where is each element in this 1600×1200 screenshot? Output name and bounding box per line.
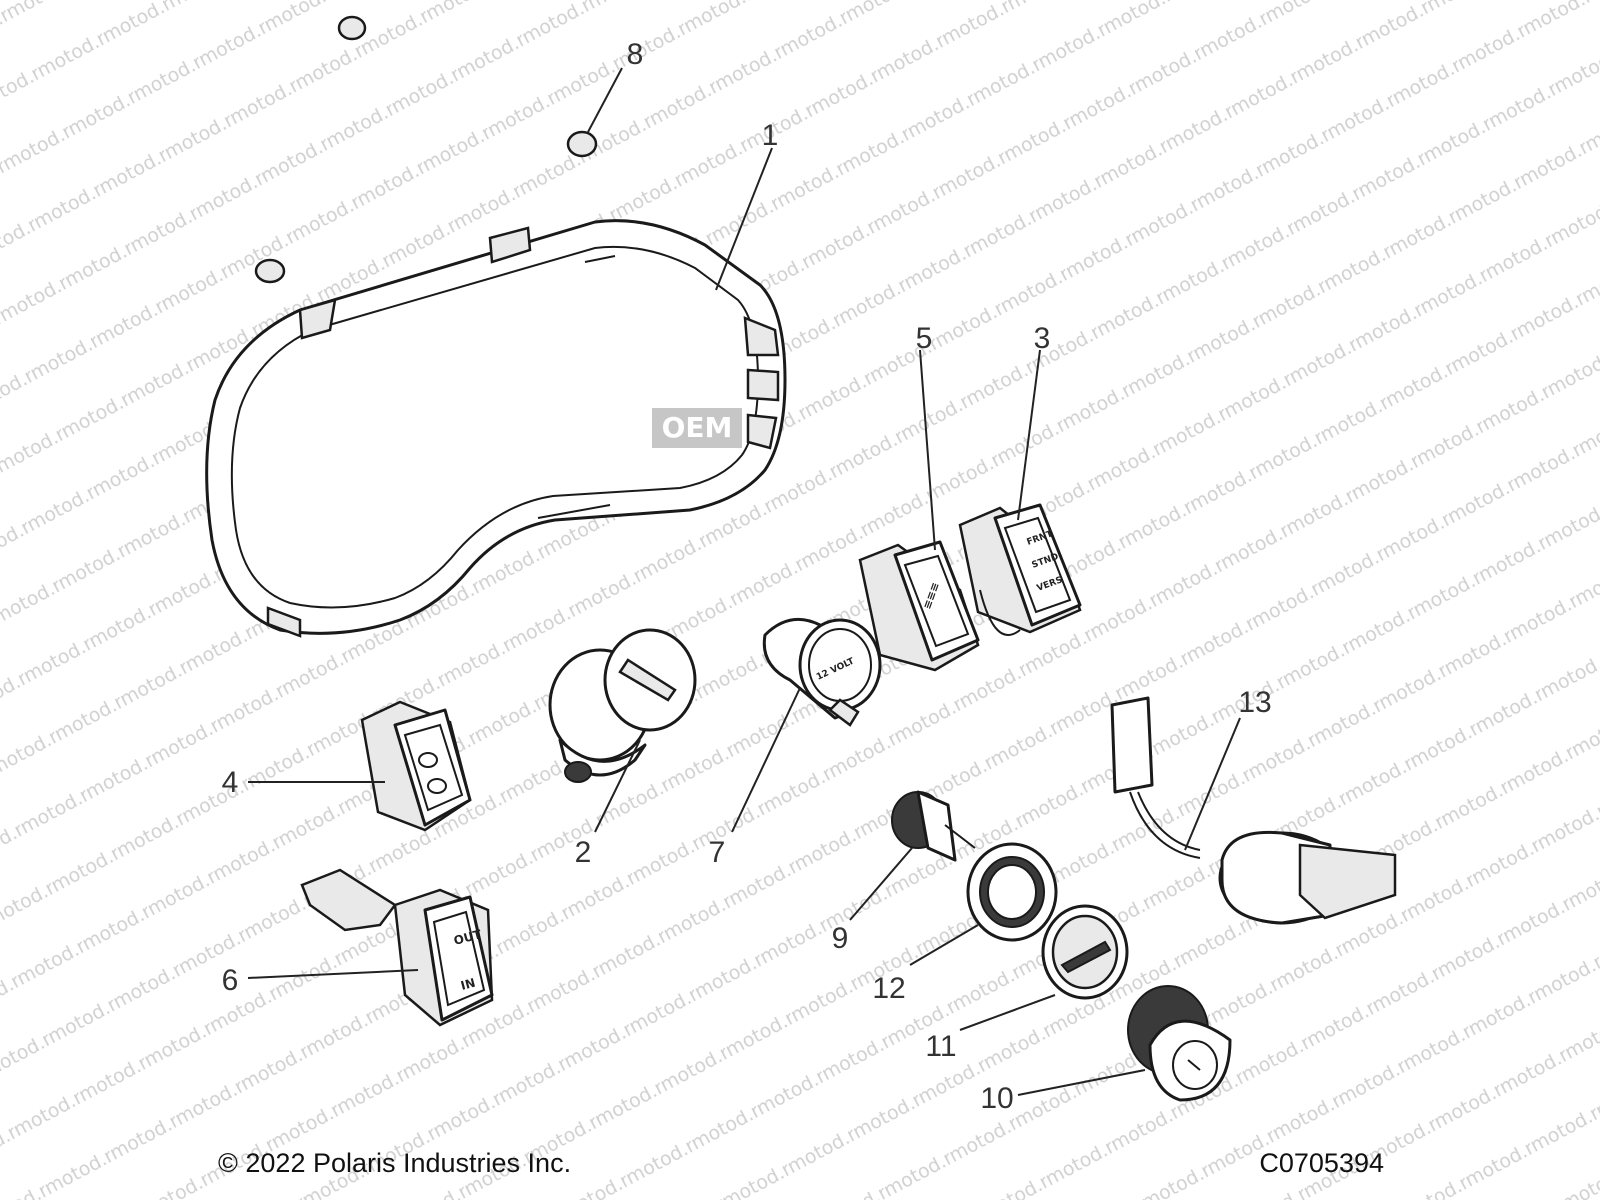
callout-11: 11 bbox=[925, 1030, 956, 1063]
callout-8: 8 bbox=[627, 38, 644, 71]
callout-6: 6 bbox=[222, 964, 239, 997]
callout-1: 1 bbox=[762, 119, 779, 152]
cluster-bezel-part-1 bbox=[205, 219, 787, 638]
callout-13: 13 bbox=[1238, 686, 1271, 719]
socket-harness-part-13 bbox=[1110, 696, 1397, 925]
usb-socket-part-10 bbox=[1127, 985, 1232, 1102]
retaining-ring-part-12 bbox=[966, 842, 1058, 942]
callout-4: 4 bbox=[222, 766, 239, 799]
callout-9: 9 bbox=[832, 922, 849, 955]
switch-6-in-label: IN bbox=[459, 976, 477, 993]
callout-labels: 1 2 3 4 5 6 7 8 9 10 11 12 13 bbox=[222, 38, 1272, 1115]
callout-10: 10 bbox=[980, 1082, 1013, 1115]
oem-badge-bg bbox=[652, 408, 742, 448]
rocker-switch-part-6: OUT IN bbox=[300, 868, 494, 1027]
rocker-switch-part-5: ≡≡≡ bbox=[858, 540, 980, 672]
callout-12: 12 bbox=[872, 972, 905, 1005]
power-socket-part-7: 12 VOLT bbox=[762, 617, 882, 727]
plug-part-9 bbox=[891, 790, 976, 862]
callout-7: 7 bbox=[709, 836, 726, 869]
socket-cap-part-11 bbox=[1041, 904, 1129, 1000]
callout-2: 2 bbox=[575, 836, 592, 869]
diagram-id: C0705394 bbox=[1259, 1148, 1384, 1178]
copyright-text: © 2022 Polaris Industries Inc. bbox=[218, 1148, 572, 1178]
leader-lines bbox=[247, 67, 1241, 1096]
oem-badge: OEM bbox=[662, 411, 733, 444]
callout-3: 3 bbox=[1034, 322, 1051, 355]
rocker-switch-part-3: FRNT STND VERS bbox=[958, 503, 1082, 636]
ignition-switch-part-2 bbox=[548, 628, 697, 783]
rocker-switch-part-4 bbox=[360, 700, 472, 832]
callout-5: 5 bbox=[916, 322, 933, 355]
rivet-part-8 bbox=[254, 15, 598, 284]
